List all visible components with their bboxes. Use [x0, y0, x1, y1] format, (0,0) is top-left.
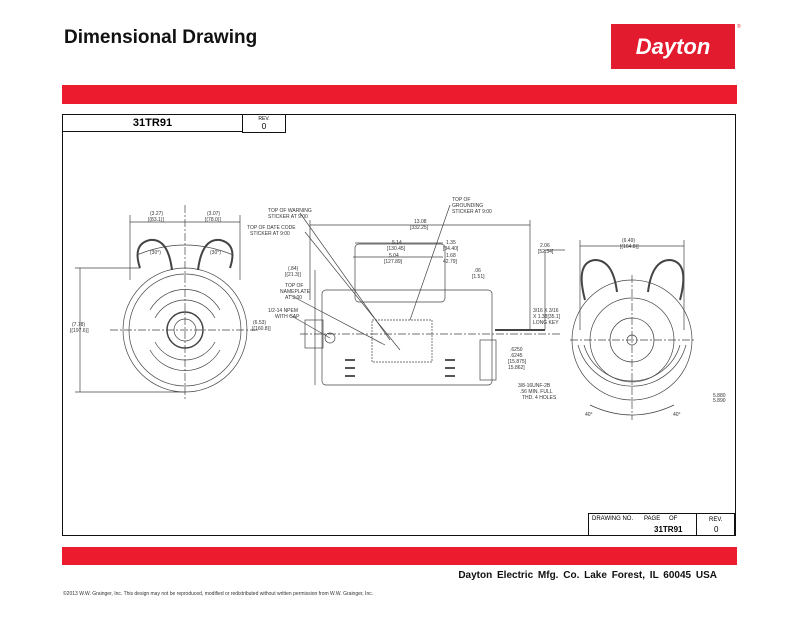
dim-label: 2.06	[540, 243, 550, 249]
drawing-no-label: DRAWING NO.	[592, 516, 634, 522]
rev-cell: REV.0	[242, 114, 286, 133]
dim-label: .6250	[510, 347, 523, 353]
top-red-band	[62, 85, 737, 104]
of-label: OF	[669, 516, 678, 522]
dim-label: [15.875]	[508, 359, 527, 365]
dim-label: (6.53)	[253, 320, 266, 326]
dimension-labels: (3.27) [(83.1)] (3.07) [(78.0)] (30°) (3…	[70, 197, 726, 418]
side-view	[289, 204, 565, 386]
rev-label: REV.	[709, 517, 723, 523]
dim-label: 1.35	[446, 240, 456, 246]
page-title: Dimensional Drawing	[64, 27, 258, 48]
dim-label: 5.14	[392, 240, 402, 246]
note-label: STICKER AT 9:00	[452, 209, 492, 215]
note-label: NAMEPLATE	[280, 289, 311, 295]
note-label: AT 3:00	[285, 295, 302, 301]
company-address: Dayton Electric Mfg. Co. Lake Forest, IL…	[458, 570, 717, 581]
dim-label: 15.862]	[508, 365, 525, 371]
dim-label: [(21.3)]	[285, 272, 301, 278]
dim-label: (30°)	[210, 250, 221, 256]
dim-label: [(197.6)]	[70, 328, 89, 334]
note-label: .56 MIN. FULL	[520, 389, 553, 395]
dim-label: [332.25]	[410, 225, 429, 231]
dayton-logo: Dayton	[611, 24, 735, 69]
dim-label: (.84)	[288, 266, 299, 272]
dim-label: [(160.8)]	[252, 326, 271, 332]
rev-value: 0	[714, 525, 719, 534]
dim-label: (3.27)	[150, 211, 163, 217]
note-label: TOP OF WARNING	[268, 208, 312, 214]
dim-label: 1.68	[446, 253, 456, 259]
drawing-number-cell: DRAWING NO. PAGE OF 31TR91	[589, 514, 697, 535]
dim-label: 13.08	[414, 219, 427, 225]
dim-label: 5.880	[713, 393, 726, 399]
note-label: TOP OF	[452, 197, 470, 203]
note-label: 3/8-16UNF-2B	[518, 383, 551, 389]
dim-label: 5.890	[713, 398, 726, 404]
drawing-frame	[62, 114, 736, 536]
dim-label: [52.34]	[538, 249, 554, 255]
dim-label: [130.45]	[387, 246, 406, 252]
dim-label: [(164.8)]	[620, 244, 639, 250]
note-label: THD. 4 HOLES	[522, 395, 557, 401]
title-block: DRAWING NO. PAGE OF 31TR91 REV. 0	[588, 513, 735, 536]
dim-label: .06	[474, 268, 481, 274]
note-label: GROUNDING	[452, 203, 483, 209]
dim-label: [(78.0)]	[205, 217, 221, 223]
copyright-notice: ©2013 W.W. Grainger, Inc. This design ma…	[63, 591, 374, 597]
dim-label: 42.79]	[443, 259, 458, 265]
dim-label: 40°	[673, 412, 681, 418]
dim-label: 40°	[585, 412, 593, 418]
registered-mark: ®	[737, 24, 741, 30]
note-label: TOP OF	[285, 283, 303, 289]
note-label: WITH CAP	[275, 314, 300, 320]
dim-label: (30°)	[150, 250, 161, 256]
note-label: X 1.38[35.1]	[533, 314, 561, 320]
dim-label: [(83.1)]	[148, 217, 164, 223]
note-label: STICKER AT 9:00	[250, 231, 290, 237]
note-label: LONG KEY	[533, 320, 559, 326]
rev-value: 0	[261, 122, 267, 131]
note-label: 3/16 X 3/16	[533, 308, 559, 314]
end-view-front	[75, 205, 260, 400]
drawing-number: 31TR91	[654, 525, 683, 534]
bottom-red-band	[62, 547, 737, 565]
page-label: PAGE	[644, 516, 661, 522]
dim-label: [127.89]	[384, 259, 403, 265]
dim-label: (7.78)	[72, 322, 85, 328]
note-label: STICKER AT 9:00	[268, 214, 308, 220]
end-view-rear	[570, 240, 695, 420]
dim-label: (3.07)	[207, 211, 220, 217]
dim-label: [34.40]	[443, 246, 459, 252]
dim-label: (6.49)	[622, 238, 635, 244]
dim-label: .6245	[510, 353, 523, 359]
dim-label: 5.04	[389, 253, 399, 259]
note-label: 1/2-14 NPEM	[268, 308, 298, 314]
rev-label: REV.	[258, 116, 270, 122]
note-label: TOP OF DATE CODE	[247, 225, 296, 231]
dim-label: [1.51]	[472, 274, 485, 280]
